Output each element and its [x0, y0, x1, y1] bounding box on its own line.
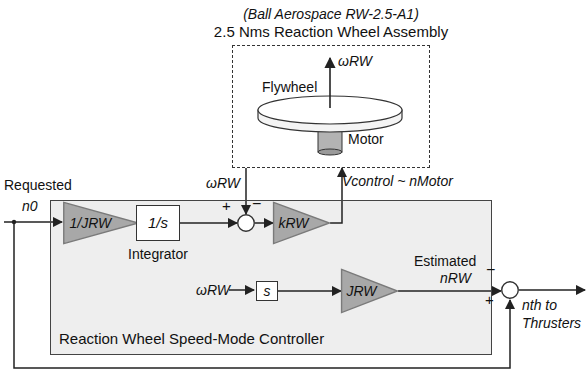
text-holder: n0 [22, 197, 38, 215]
gain-triangle: JRW [341, 269, 398, 313]
text: 1/s [148, 214, 168, 231]
text-holder: Reaction Wheel Speed-Mode Controller [59, 330, 324, 348]
text-holder: nRW [440, 269, 471, 287]
text-holder: + [485, 291, 494, 309]
text-holder: ωRW [196, 281, 230, 299]
text: Integrator [128, 246, 188, 262]
text-holder: Integrator [128, 245, 188, 263]
signal-name: Vcontrol ~ nMotor [342, 173, 453, 189]
circle-outline [501, 281, 519, 299]
text-holder: Requested [4, 176, 72, 194]
part-name: Flywheel [262, 79, 317, 95]
outline [502, 282, 519, 299]
text: 1/JRW [69, 215, 111, 231]
part-name: Motor [348, 131, 384, 147]
signal-name: Estimated [414, 253, 476, 269]
text-holder: Vcontrol ~ nMotor [342, 172, 453, 190]
output-wire [519, 289, 585, 291]
text-holder: (Ball Aerospace RW-2.5-A1) [243, 5, 419, 23]
text-holder: ωRW [338, 52, 372, 70]
gain-triangle: 1/JRW [63, 202, 139, 244]
signal-connector [180, 222, 237, 224]
text: s [264, 283, 271, 299]
text: (Ball Aerospace RW-2.5-A1) [243, 6, 419, 22]
circle-outline [237, 214, 255, 232]
text-holder: 1/JRW [63, 202, 118, 244]
text: kRW [278, 215, 308, 231]
text-holder: Estimated [414, 252, 476, 270]
spin-arrow [329, 58, 331, 108]
text-holder: ωRW [206, 174, 240, 192]
signal-name: n0 [22, 198, 38, 214]
gain-triangle: kRW [273, 202, 330, 244]
outline [238, 215, 255, 232]
outline [274, 202, 330, 243]
summing-junction: +− [237, 214, 255, 232]
signal-connector [278, 290, 341, 292]
signal-name: ωRW [206, 175, 240, 191]
text-holder: − [252, 195, 261, 213]
text: + [222, 197, 231, 214]
text: − [252, 195, 261, 212]
signal-name: ωRW [196, 282, 230, 298]
feedback-wire [14, 222, 510, 368]
outline [342, 269, 398, 312]
signal-connector [255, 222, 273, 224]
signal-name: Requested [4, 177, 72, 193]
text-holder: Motor [348, 130, 384, 148]
signal-name: nRW [440, 270, 471, 286]
text: Reaction Wheel Speed-Mode Controller [59, 330, 324, 347]
assembly-box: (Ball Aerospace RW-2.5-A1)2.5 Nms Reacti… [232, 45, 430, 168]
signal-name: ωRW [338, 53, 372, 69]
derivative-block: s [256, 281, 278, 301]
text-holder: 2.5 Nms Reaction Wheel Assembly [214, 23, 448, 41]
controller-ground [50, 200, 492, 355]
controller-box: Reaction Wheel Speed-Mode Controller 1/JR… [50, 200, 492, 355]
text: + [485, 291, 494, 308]
signal-connector [245, 168, 247, 214]
text: 2.5 Nms Reaction Wheel Assembly [214, 23, 448, 40]
text-holder: s [257, 282, 277, 300]
integrator-block: 1/sIntegrator [136, 205, 180, 241]
text-holder: nth to Thrusters [522, 296, 586, 332]
text: JRW [346, 283, 376, 299]
text-holder: − [486, 261, 495, 279]
text-holder: + [222, 197, 231, 215]
text-holder: 1/s [137, 206, 179, 240]
signal-connector [330, 168, 342, 223]
text-holder: kRW [273, 202, 314, 244]
text-holder: Flywheel [262, 78, 317, 96]
signal-name: nth to Thrusters [522, 297, 581, 331]
summing-junction: −+ [501, 281, 519, 299]
outline [64, 202, 138, 243]
text: − [486, 261, 495, 278]
text-holder: JRW [341, 269, 382, 313]
motor-base [318, 149, 342, 155]
rate-wire [229, 289, 254, 291]
